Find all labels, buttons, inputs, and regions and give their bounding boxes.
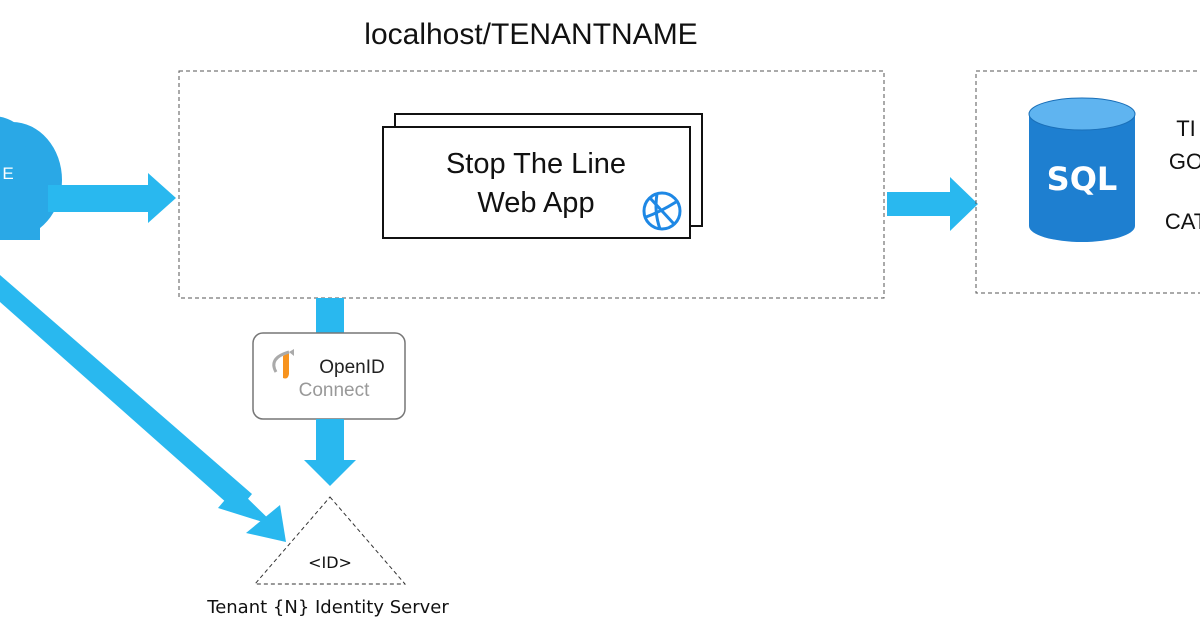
database-text-line3: CAT [1165, 209, 1200, 234]
openid-label-line2: Connect [299, 380, 370, 401]
cloud-label: E [2, 164, 13, 183]
identity-server-symbol: <ID> [308, 553, 352, 572]
openid-logo-icon [272, 349, 294, 379]
database-text-line1: TI [1176, 116, 1196, 141]
sql-icon-text: SQL [1047, 160, 1118, 198]
database-text-line2: GO [1169, 149, 1200, 174]
arrow-webapp-to-database [887, 177, 978, 231]
openid-label-line1: OpenID [319, 357, 384, 378]
cloud-icon [0, 116, 62, 240]
arrow-webapp-to-openid [316, 298, 344, 334]
sql-database-icon [1028, 97, 1136, 242]
database-container [975, 70, 1200, 294]
webapp-label-line2: Web App [477, 187, 594, 219]
arrow-cloud-to-webapp [48, 173, 176, 223]
webapp-container [178, 70, 885, 299]
arrow-cloud-to-identity [0, 275, 286, 542]
identity-server-label: Tenant {N} Identity Server [206, 597, 449, 618]
globe-icon [642, 191, 682, 231]
identity-server-triangle [253, 496, 407, 585]
webapp-label-line1: Stop The Line [446, 148, 626, 180]
arrow-openid-to-identity [304, 419, 356, 486]
webapp-card[interactable] [382, 126, 691, 239]
diagram-title: localhost/TENANTNAME [364, 18, 697, 51]
